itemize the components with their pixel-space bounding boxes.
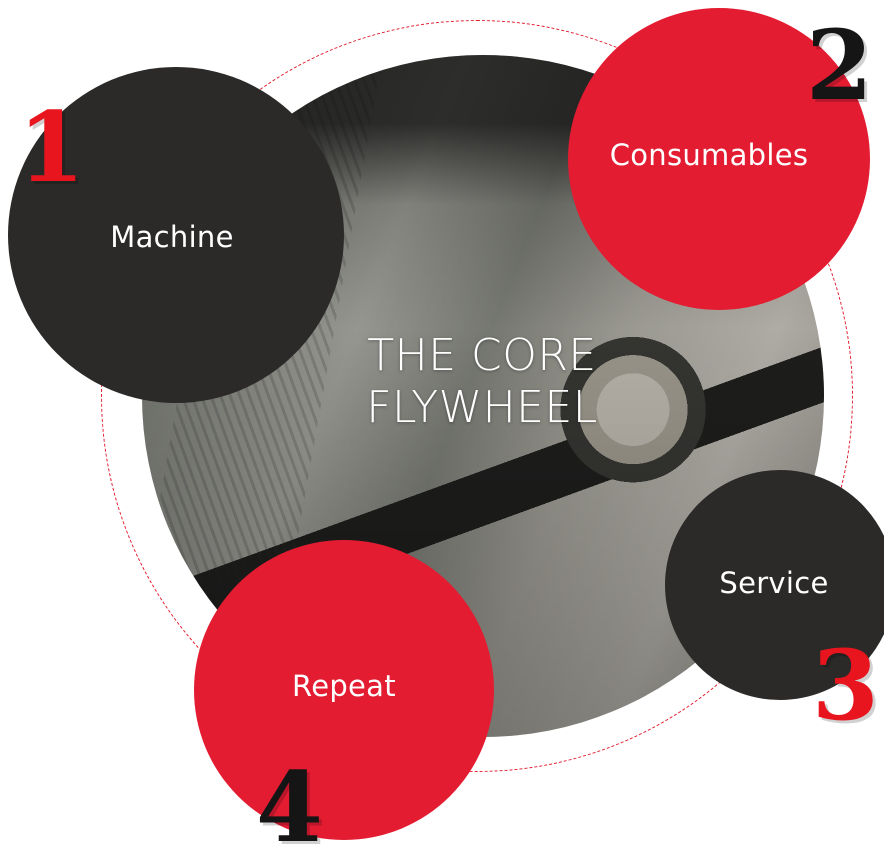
node-service-label: Service bbox=[719, 566, 829, 600]
node-consumables[interactable]: Consumables bbox=[568, 8, 870, 310]
step-number-4: 4 bbox=[256, 751, 323, 856]
node-machine-label: Machine bbox=[110, 220, 234, 254]
step-number-1: 1 bbox=[18, 91, 85, 204]
step-number-2: 2 bbox=[806, 9, 873, 122]
node-machine[interactable]: Machine bbox=[8, 67, 344, 403]
dashed-cycle-ring bbox=[101, 20, 853, 772]
core-title: THE CORE FLYWHEEL bbox=[282, 330, 682, 434]
node-service[interactable]: Service bbox=[665, 470, 884, 700]
node-repeat-label: Repeat bbox=[292, 669, 396, 703]
step-number-3: 3 bbox=[812, 629, 879, 742]
node-consumables-label: Consumables bbox=[609, 138, 809, 172]
core-title-line-2: FLYWHEEL bbox=[366, 382, 598, 433]
core-title-line-1: THE CORE bbox=[367, 330, 597, 381]
node-repeat[interactable]: Repeat bbox=[194, 540, 494, 840]
